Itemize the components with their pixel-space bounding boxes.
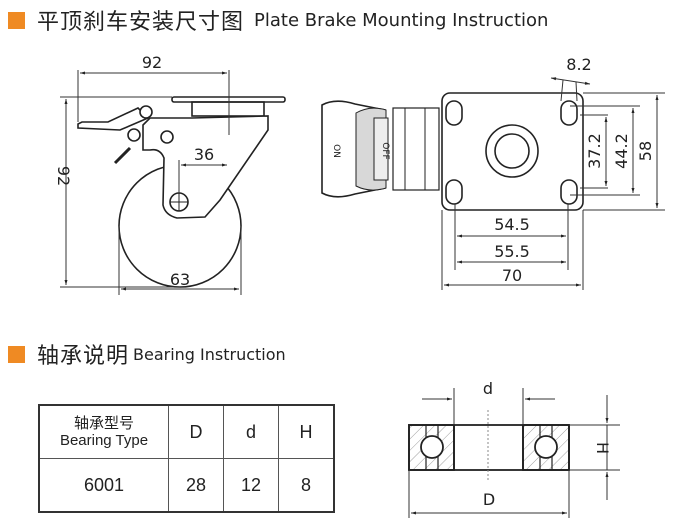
dim-wheel-diameter: 63 <box>170 270 190 289</box>
header-bearing-type: 轴承型号 Bearing Type <box>38 404 169 459</box>
bearing-table: 轴承型号 Bearing Type D d H 6001 28 12 8 <box>38 404 335 513</box>
cell-type: 6001 <box>38 458 169 513</box>
dim-plate-width: 58 <box>636 141 655 161</box>
bearing-cross-section <box>408 388 620 518</box>
bearing-label-D: D <box>483 490 495 509</box>
bearing-title-cn: 轴承说明 <box>37 344 130 369</box>
dim-overall-length: 92 <box>142 53 162 72</box>
bearing-label-d: d <box>483 379 493 398</box>
swivel-housing <box>191 101 265 117</box>
mounting-title-en: Plate Brake Mounting Instruction <box>254 9 549 31</box>
dim-hole-spacing-54: 54.5 <box>494 215 530 234</box>
header-H: H <box>278 404 335 459</box>
dim-offset: 36 <box>194 145 214 164</box>
dim-plate-length: 70 <box>502 266 522 285</box>
table-header-row: 轴承型号 Bearing Type D d H <box>38 404 335 459</box>
bearing-section-title: 轴承说明 Bearing Instruction <box>8 338 286 370</box>
pedal-on-label: ON <box>331 144 341 158</box>
mounting-section-title: 平顶刹车安装尺寸图 Plate Brake Mounting Instructi… <box>8 4 548 36</box>
dim-overall-height: 92 <box>54 166 73 186</box>
table-row: 6001 28 12 8 <box>38 458 335 513</box>
bearing-title-en: Bearing Instruction <box>133 344 286 364</box>
cell-H: 8 <box>278 458 335 513</box>
header-D: D <box>168 404 224 459</box>
dim-hole-spacing-37: 37.2 <box>585 133 604 169</box>
fork <box>142 115 269 219</box>
dim-hole-spacing-55: 55.5 <box>494 242 530 261</box>
caster-side-view <box>60 70 286 295</box>
mounting-plate <box>441 92 584 211</box>
dim-hole-spacing-44: 44.2 <box>612 133 631 169</box>
bearing-label-h: H <box>593 442 612 454</box>
mounting-title-cn: 平顶刹车安装尺寸图 <box>37 10 245 35</box>
header-cn: 轴承型号 <box>73 415 134 432</box>
cell-d: 12 <box>223 458 279 513</box>
cell-D: 28 <box>168 458 224 513</box>
dim-hole-size: 8.2 <box>566 55 591 74</box>
pedal-off-label: OFF <box>380 142 390 159</box>
orange-square-icon <box>8 345 25 363</box>
orange-square-icon <box>8 11 25 29</box>
brake-lever <box>77 107 150 131</box>
header-en: Bearing Type <box>59 432 149 449</box>
caster-top-view <box>321 77 665 290</box>
header-d: d <box>223 404 279 459</box>
